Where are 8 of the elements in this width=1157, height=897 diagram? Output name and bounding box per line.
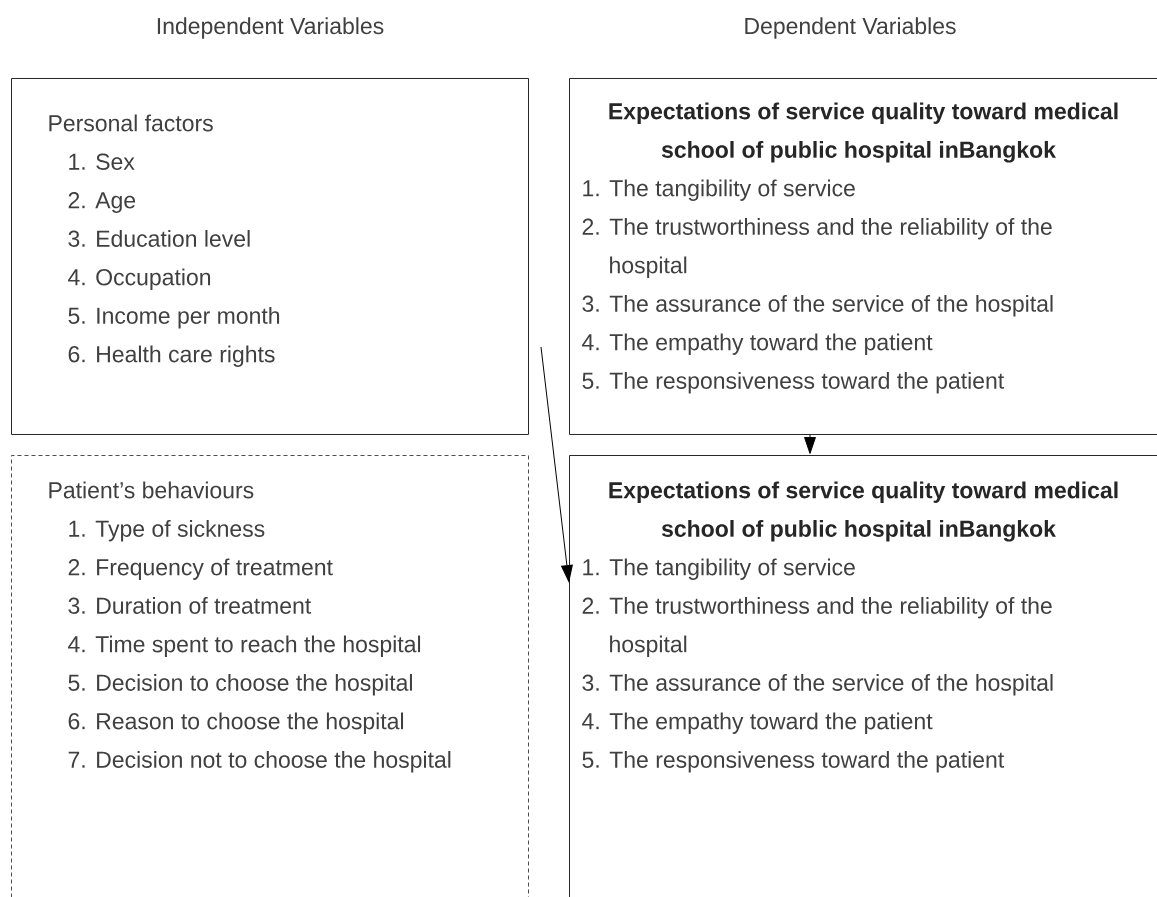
- variable-box: Patient’s behaviours 1. Type of sickness 2. Frequency of treatment 3. Duration of treatment 4. Time spent to reach the hospital 5. Decision to choose the hospital 6. Reason to choose the hospital 7. Decision not to choose the hospital: [11, 455, 529, 897]
- column-heading: Dependent Variables: [745, 17, 956, 39]
- variable-box: Expectations of service quality toward medical school of public hospital inBangkok 1. The tangibility of service 2. The trustworthiness and the reliability of the hospital 3. The assurance of the service of the hospital 4. The empathy toward the patient 5. The responsiveness toward the patient: [569, 455, 1157, 897]
- variable-box: Expectations of service quality toward medical school of public hospital inBangkok 1. The tangibility of service 2. The trustworthiness and the reliability of the hospital 3. The assurance of the service of the hospital 4. The empathy toward the patient 5. The responsiveness toward the patient: [569, 78, 1157, 435]
- variable-box: Personal factors 1. Sex 2. Age 3. Education level 4. Occupation 5. Income per month 6. Health care rights: [11, 78, 529, 435]
- arrow: [804, 434, 816, 454]
- arrow: [540, 346, 573, 582]
- column-heading: Independent Variables: [157, 17, 384, 39]
